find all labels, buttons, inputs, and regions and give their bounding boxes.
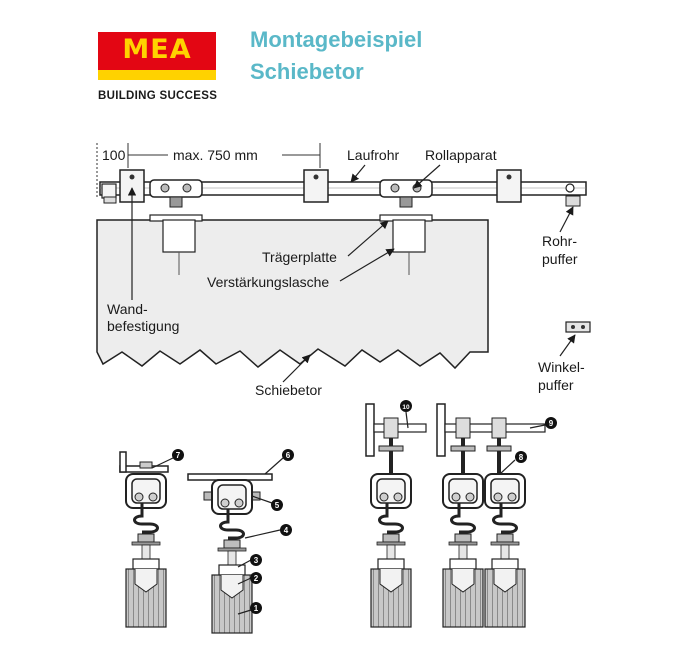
callout-1-label: 1 [254,604,259,613]
label-traegerplatte: Trägerplatte [262,249,337,265]
callout-10-label: 10 [402,404,410,411]
logo-tagline: BUILDING SUCCESS [98,90,218,102]
callout-7-label: 7 [176,451,181,460]
detail-ceiling-mount [187,473,273,635]
running-track [99,181,587,196]
page-title: Montagebeispiel Schiebetor [250,24,422,88]
detail-post-double [436,403,546,629]
callout-4: 4 [280,524,292,536]
callout-4-label: 4 [284,526,289,535]
label-rohrpuffer-line1: Rohr- [542,233,577,249]
callout-6-label: 6 [286,451,291,460]
trolley [149,179,433,208]
callout-8-label: 8 [519,453,524,462]
callout-9: 9 [545,417,557,429]
callout-2-label: 2 [254,574,259,583]
label-winkelpuffer-line1: Winkel- [538,359,585,375]
angle-buffer-part [565,321,591,333]
callout-5-label: 5 [275,501,280,510]
logo-text: MEA [122,34,192,65]
callout-3: 3 [250,554,262,566]
callout-1: 1 [250,602,262,614]
dimension-max-spacing: max. 750 mm [173,147,258,163]
label-rollapparat: Rollapparat [425,147,497,163]
label-verstaerkungslasche: Verstärkungslasche [207,274,329,290]
title-line-2: Schiebetor [250,59,364,84]
detail-post-single [365,403,427,629]
logo-yellow-band [98,70,216,80]
label-wandbefestigung-line2: befestigung [107,318,179,334]
title-line-1: Montagebeispiel [250,27,423,52]
callout-2: 2 [250,572,262,584]
sliding-gate-panel [96,219,489,370]
dimension-lines [96,143,321,198]
callout-10: 10 [400,400,412,412]
label-schiebetor: Schiebetor [255,382,322,398]
detail-wall-mount [119,451,169,629]
pipe-buffer [103,195,581,207]
label-winkelpuffer-line2: puffer [538,377,574,393]
carrier-plate [149,214,433,275]
callout-6: 6 [282,449,294,461]
mea-logo: MEA [98,32,216,80]
pipe-end [565,183,575,193]
dimension-wall-offset: 100 [102,147,126,163]
label-laufrohr: Laufrohr [347,147,399,163]
callout-leaders [151,411,546,615]
label-rohrpuffer-line2: puffer [542,251,578,267]
logo-red-band [98,32,216,70]
label-wandbefestigung-line1: Wand- [107,301,148,317]
callout-7: 7 [172,449,184,461]
callout-5: 5 [271,499,283,511]
callout-3-label: 3 [254,556,259,565]
callout-8: 8 [515,451,527,463]
callout-9-label: 9 [549,419,554,428]
